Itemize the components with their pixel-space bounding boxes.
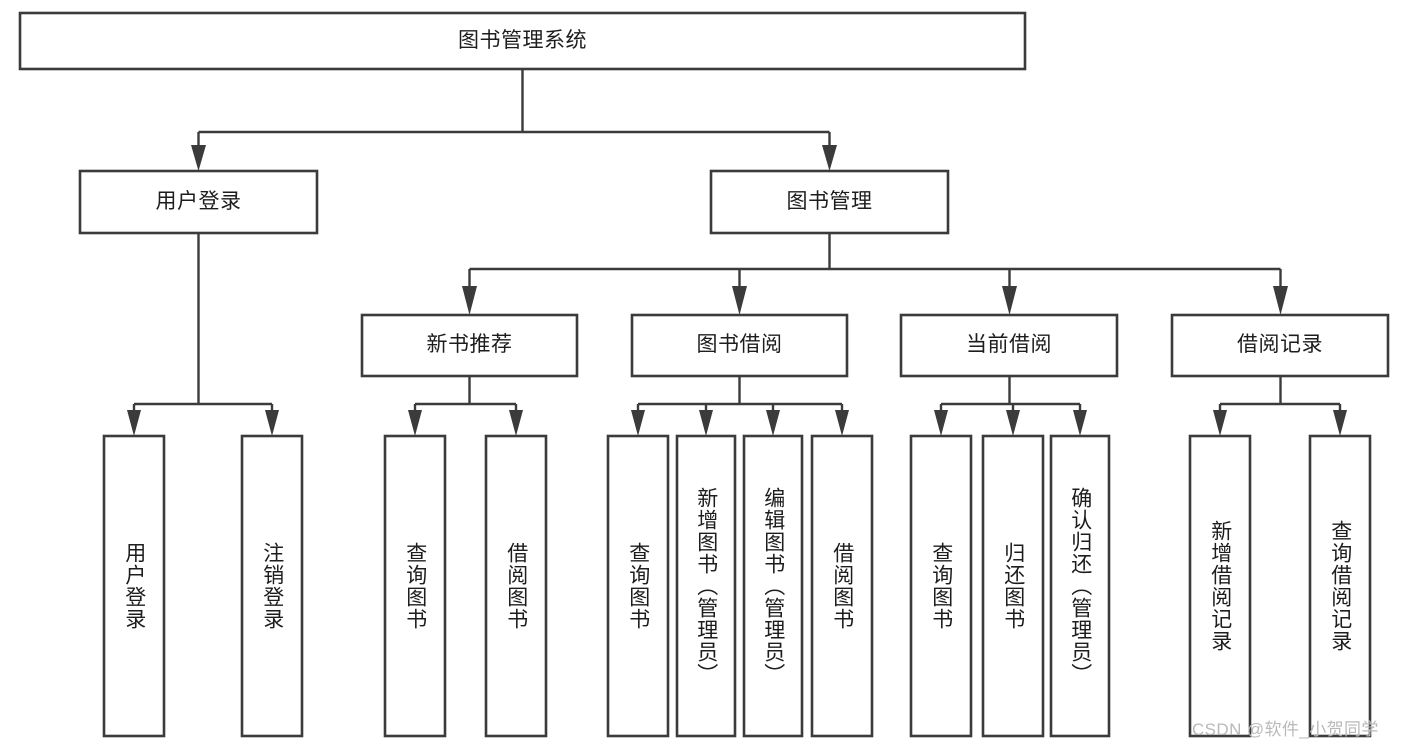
leaf-box-confirm-return-admin[interactable] [1049, 434, 1111, 738]
leaf-box-return-books[interactable] [981, 434, 1045, 738]
leaf-box-query-books-borrow[interactable] [606, 434, 670, 738]
node-box-book-borrow[interactable] [630, 313, 849, 378]
leaf-box-logout[interactable] [240, 434, 304, 738]
leaf-box-query-books-current[interactable] [909, 434, 973, 738]
connector-current-to-leaves [934, 376, 1087, 436]
node-box-current-borrow[interactable] [899, 313, 1119, 378]
connector-login-to-leaves [127, 233, 279, 436]
connector-newbook-to-leaves [408, 376, 523, 436]
node-box-root[interactable] [18, 11, 1027, 71]
leaf-box-edit-book-admin[interactable] [742, 434, 804, 738]
leaf-box-add-borrow-record[interactable] [1188, 434, 1252, 738]
leaf-box-query-borrow-record[interactable] [1308, 434, 1372, 738]
node-box-user-login[interactable] [78, 169, 319, 235]
leaf-box-borrow-books-recommend[interactable] [484, 434, 548, 738]
node-box-borrow-records[interactable] [1170, 313, 1390, 378]
leaf-box-query-books-recommend[interactable] [383, 434, 447, 738]
connector-records-to-leaves [1213, 376, 1347, 436]
connector-root-to-level2 [191, 69, 837, 171]
node-box-book-management[interactable] [709, 169, 950, 235]
connector-books-to-level3 [462, 233, 1288, 315]
leaf-box-user-login[interactable] [102, 434, 166, 738]
node-box-new-book-recommend[interactable] [360, 313, 579, 378]
connector-borrow-to-leaves [631, 376, 849, 436]
leaf-box-add-book-admin[interactable] [675, 434, 737, 738]
leaf-box-borrow-books[interactable] [810, 434, 874, 738]
